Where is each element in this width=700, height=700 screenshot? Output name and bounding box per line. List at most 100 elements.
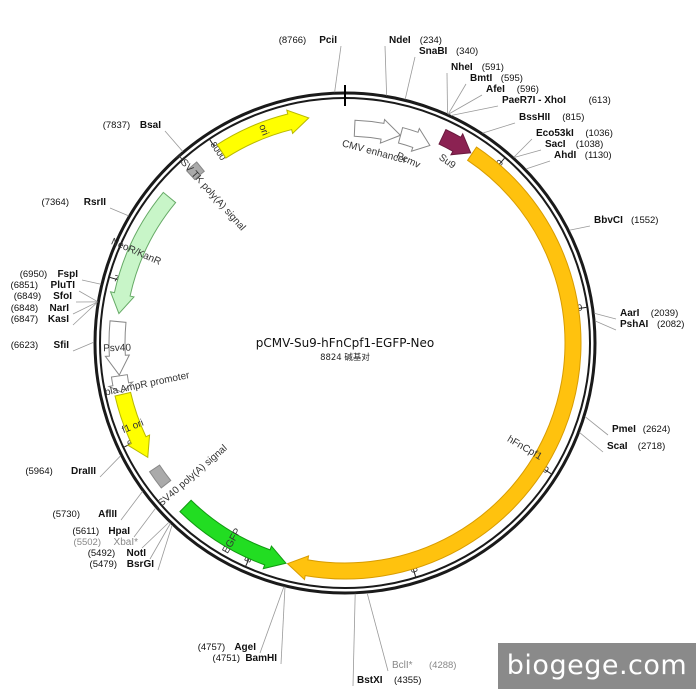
site-bsrgi: BsrGI (5479) bbox=[90, 559, 155, 570]
ruler-tick bbox=[209, 139, 215, 147]
site-position: (2082) bbox=[657, 319, 684, 330]
site-leader bbox=[149, 523, 171, 560]
site-sfoi: SfoI (6849) bbox=[14, 291, 72, 302]
site-name: PluTI bbox=[51, 280, 76, 291]
site-position: (6851) bbox=[11, 280, 38, 291]
site-name: PmeI bbox=[612, 424, 636, 435]
site-draiii: DraIII (5964) bbox=[25, 466, 96, 477]
site-name: SfoI bbox=[53, 291, 72, 302]
site-position: (8766) bbox=[279, 35, 306, 46]
feature-hsvtk bbox=[185, 161, 206, 181]
site-position: (5479) bbox=[90, 559, 117, 570]
site-leader bbox=[525, 160, 551, 170]
site-name: BstXI bbox=[357, 675, 383, 686]
site-name: BssHII bbox=[519, 112, 550, 123]
plasmid-title: pCMV-Su9-hFnCpf1-EGFP-Neo bbox=[256, 336, 434, 350]
site-leader bbox=[133, 507, 157, 538]
site-position: (2039) bbox=[651, 308, 678, 319]
feature-su9 bbox=[438, 128, 472, 156]
site-kasi: KasI(6847) bbox=[11, 314, 69, 325]
site-position: (4757) bbox=[198, 642, 225, 653]
site-leader bbox=[451, 105, 499, 116]
site-name: SfiI bbox=[53, 340, 69, 351]
site-bstxi: BstXI (4355) bbox=[357, 675, 421, 686]
site-pmei: PmeI(2624) bbox=[612, 424, 670, 435]
feature-label-psv40: Psv40 bbox=[103, 343, 131, 355]
feature-pcmv bbox=[397, 126, 431, 152]
site-ahdi: AhdI(1130) bbox=[554, 150, 612, 161]
site-name: AflII bbox=[98, 509, 117, 520]
feature-label-hsvtk: HSV TK poly(A) signal bbox=[173, 152, 247, 233]
site-name: BsaI bbox=[140, 120, 161, 131]
site-name: AhdI bbox=[554, 150, 576, 161]
site-agei: AgeI (4757) bbox=[198, 642, 256, 653]
site-name: SnaBI bbox=[419, 46, 448, 57]
ruler-tick bbox=[109, 276, 118, 281]
site-name: PaeR7I - XhoI bbox=[502, 95, 566, 106]
site-leader bbox=[366, 592, 389, 672]
feature-neor bbox=[109, 191, 177, 315]
site-position: (6849) bbox=[14, 291, 41, 302]
site-position: (1036) bbox=[585, 128, 612, 139]
site-bamhi: BamHI (4751) bbox=[213, 653, 278, 664]
site-leader bbox=[78, 290, 98, 302]
site-bbvci: BbvCI(1552) bbox=[594, 215, 658, 226]
site-name: AgeI bbox=[234, 642, 256, 653]
site-leader bbox=[446, 72, 448, 114]
site-position: (1038) bbox=[576, 139, 603, 150]
site-pluti: PluTI (6851) bbox=[11, 280, 76, 291]
site-eco53ki: Eco53kI(1036) bbox=[536, 128, 613, 139]
site-position: (7364) bbox=[42, 197, 69, 208]
site-position: (5611) bbox=[72, 526, 99, 537]
site-leader bbox=[594, 312, 617, 320]
feature-egfp bbox=[179, 499, 287, 570]
ruler-tick bbox=[498, 157, 505, 165]
site-leader bbox=[513, 149, 542, 158]
feature-psv40 bbox=[104, 320, 131, 376]
site-name: NheI bbox=[451, 62, 473, 73]
site-pcii: PciI (8766) bbox=[279, 35, 337, 46]
site-position: (5730) bbox=[53, 509, 80, 520]
ruler-tick bbox=[245, 558, 250, 567]
site-leader bbox=[384, 45, 388, 96]
site-leader bbox=[513, 138, 533, 158]
site-position: (5964) bbox=[25, 466, 52, 477]
site-position: (6623) bbox=[11, 340, 38, 351]
site-name: BbvCI bbox=[594, 215, 623, 226]
site-fspi: FspI(6950) bbox=[20, 269, 78, 280]
site-name: BsrGI bbox=[127, 559, 154, 570]
site-leader bbox=[164, 130, 184, 152]
site-paer7i-xhoi: PaeR7I - XhoI(613) bbox=[502, 95, 611, 106]
site-position: (5492) bbox=[88, 548, 115, 559]
site-name: BamHI bbox=[245, 653, 277, 664]
site-noti: NotI(5492) bbox=[88, 548, 146, 559]
site-bcli-: BclI*(4288) bbox=[392, 660, 456, 671]
site-rsrii: RsrII(7364) bbox=[42, 197, 107, 208]
site-bsshii: BssHII(815) bbox=[519, 112, 584, 123]
site-position: (6847) bbox=[11, 314, 38, 325]
site-position: (4751) bbox=[213, 653, 240, 664]
site-leader bbox=[99, 455, 122, 478]
site-leader bbox=[448, 94, 483, 115]
site-name: DraIII bbox=[71, 466, 96, 477]
feature-label-ampr_prom: bla AmpR promoter bbox=[104, 370, 191, 398]
ruler-tick bbox=[544, 469, 552, 475]
feature-label-su9: Su9 bbox=[437, 152, 458, 171]
site-nhei: NheI(591) bbox=[451, 62, 504, 73]
site-leader bbox=[120, 491, 143, 521]
site-position: (4355) bbox=[394, 675, 421, 686]
site-leader bbox=[569, 225, 591, 231]
site-position: (595) bbox=[501, 73, 523, 84]
site-name: PciI bbox=[319, 35, 337, 46]
site-name: AfeI bbox=[486, 84, 505, 95]
site-leader bbox=[157, 524, 173, 571]
site-position: (4288) bbox=[429, 660, 456, 671]
site-leader bbox=[81, 279, 102, 285]
site-position: (234) bbox=[420, 35, 442, 46]
site-leader bbox=[72, 341, 95, 352]
site-position: (2718) bbox=[638, 441, 665, 452]
site-leader bbox=[404, 56, 416, 100]
site-aflii: AflII (5730) bbox=[53, 509, 118, 520]
site-bsai: BsaI(7837) bbox=[103, 120, 161, 131]
site-sfii: SfiI (6623) bbox=[11, 340, 69, 351]
